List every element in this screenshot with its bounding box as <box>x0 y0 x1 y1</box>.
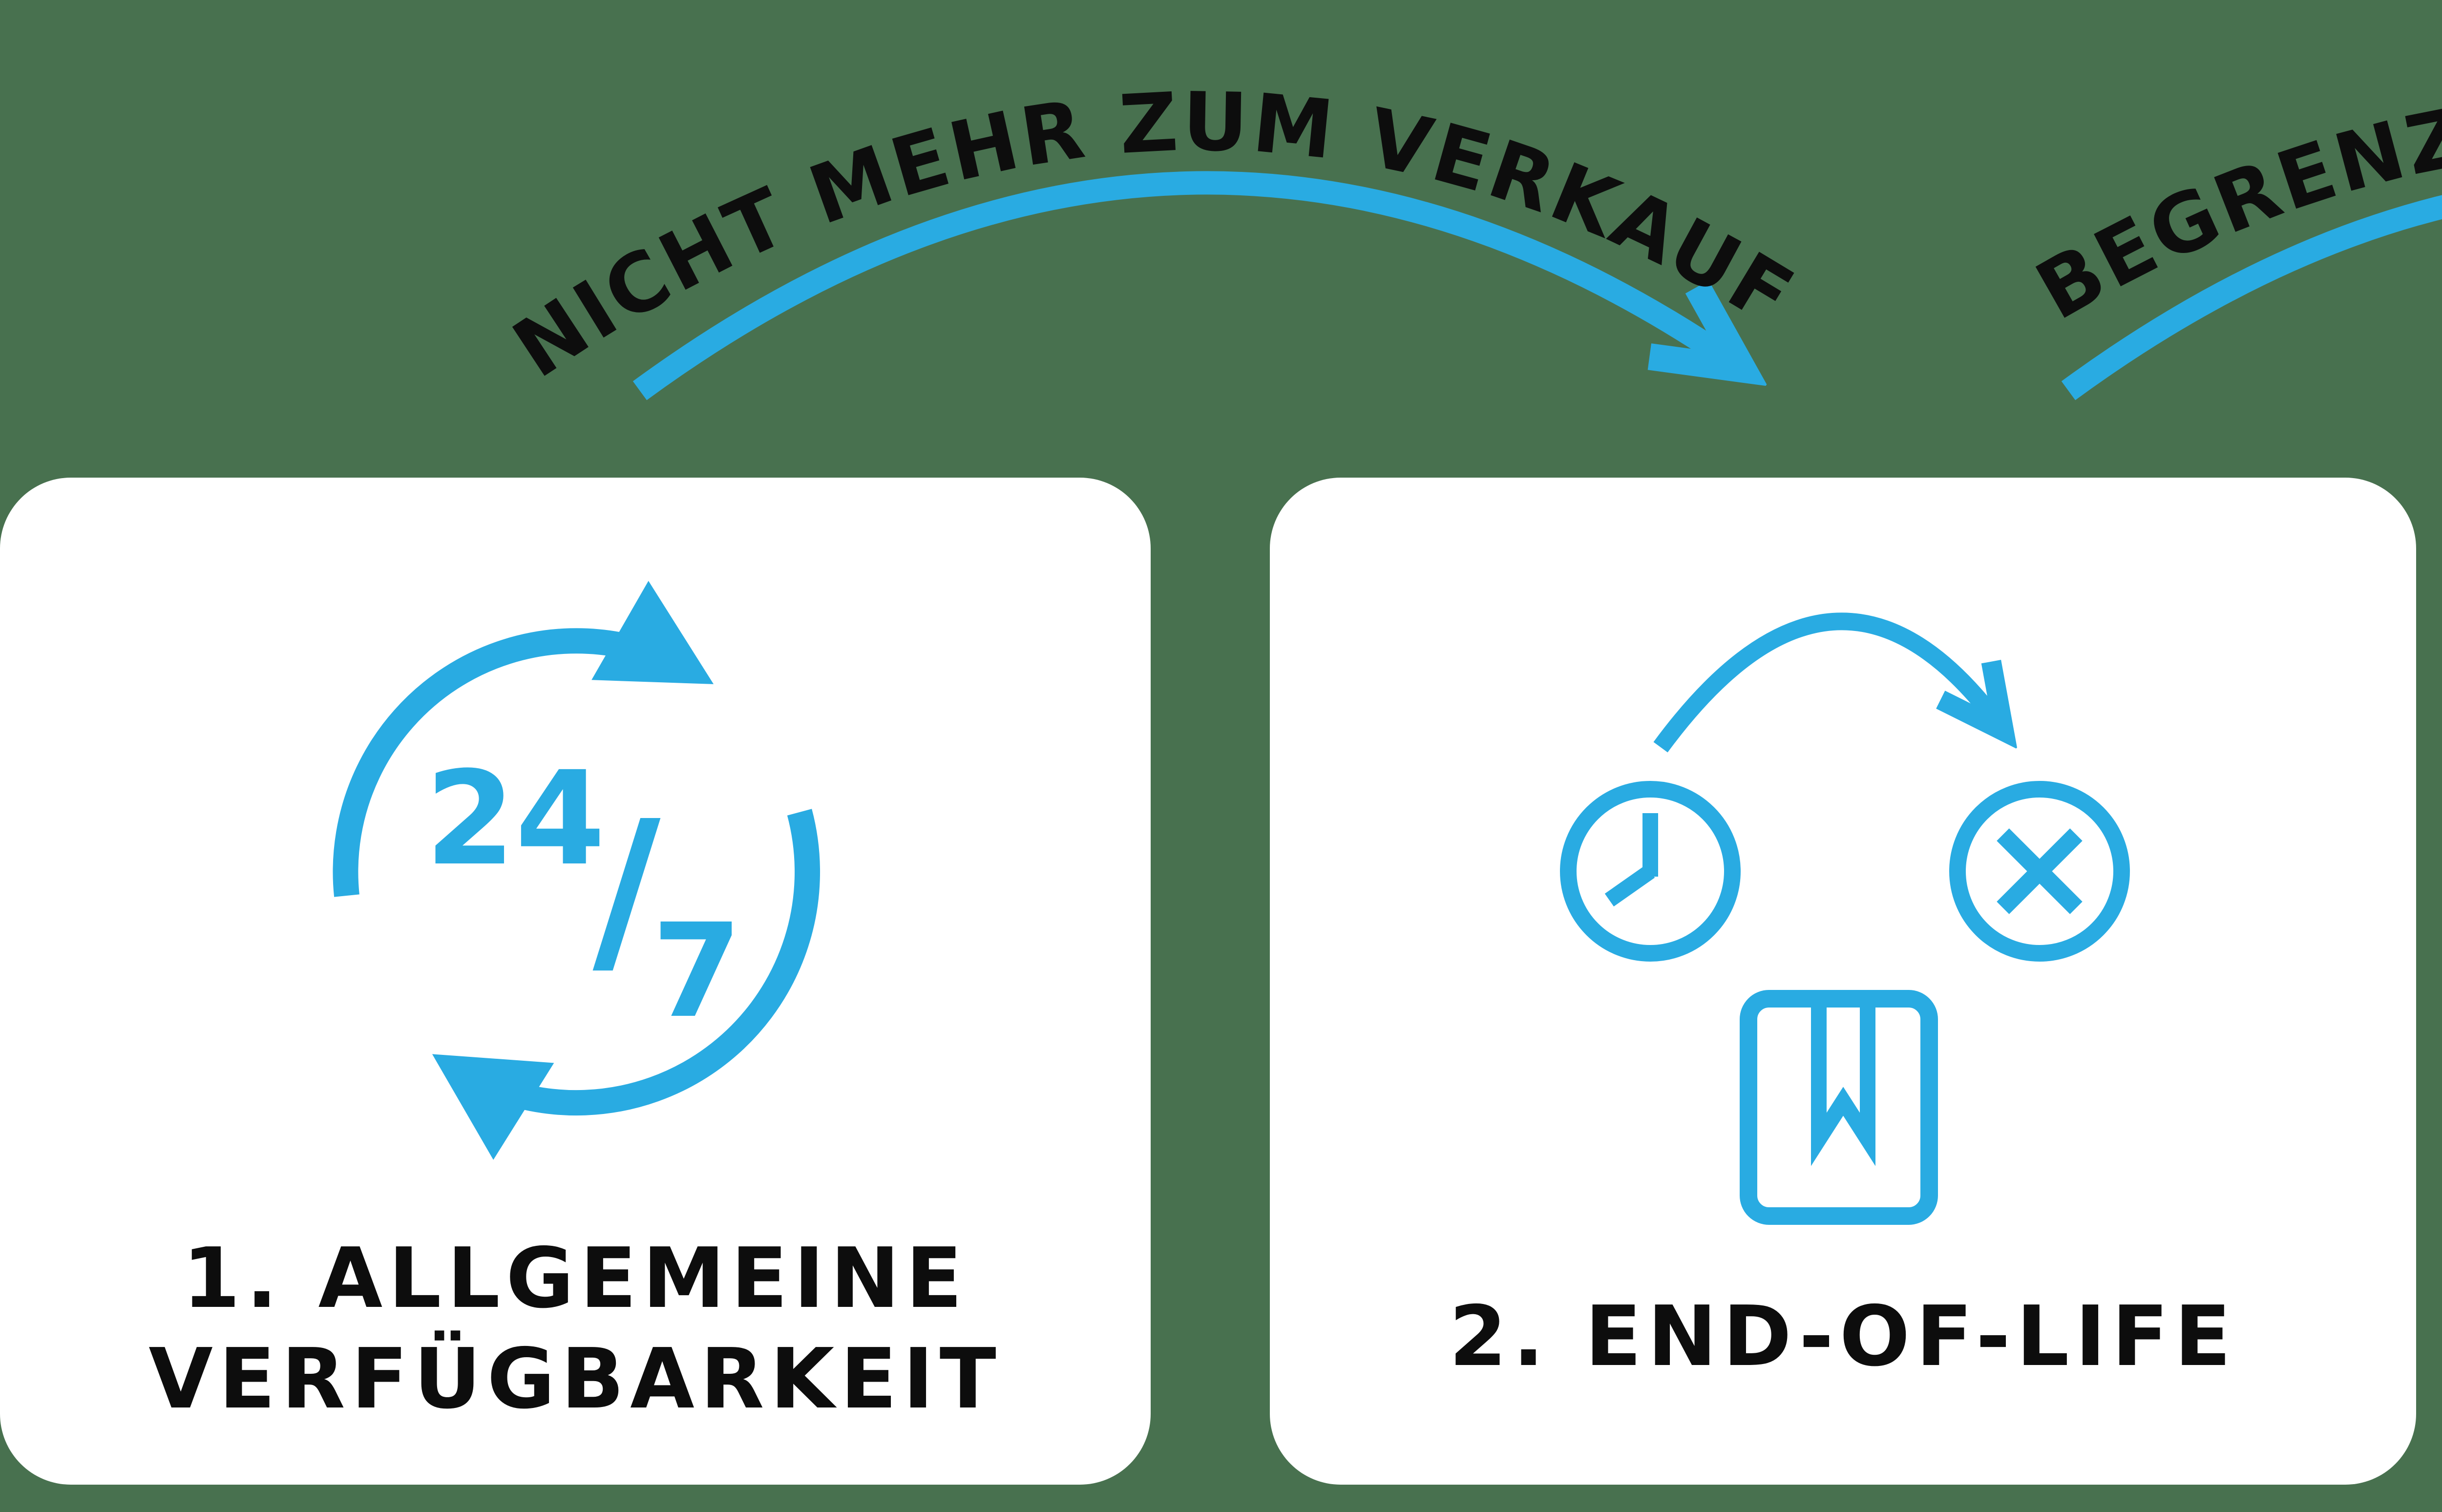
card-2-title: 2. END-OF-LIFE <box>1449 1288 2237 1385</box>
arrow-not-for-sale: NICHT MEHR ZUM VERKAUF <box>497 75 1810 400</box>
arrow-2-label: BEGRENZTER SUPPORT <box>2021 75 2442 338</box>
arrow-limited-support: BEGRENZTER SUPPORT <box>2021 75 2442 400</box>
arrow-1-curve-icon <box>632 171 1731 400</box>
card-1-title: 1. ALLGEMEINE VERFÜGBARKEIT <box>148 1230 1002 1428</box>
arrow-2-curve-icon <box>2061 195 2442 400</box>
arrow-1-label: NICHT MEHR ZUM VERKAUF <box>497 75 1810 396</box>
